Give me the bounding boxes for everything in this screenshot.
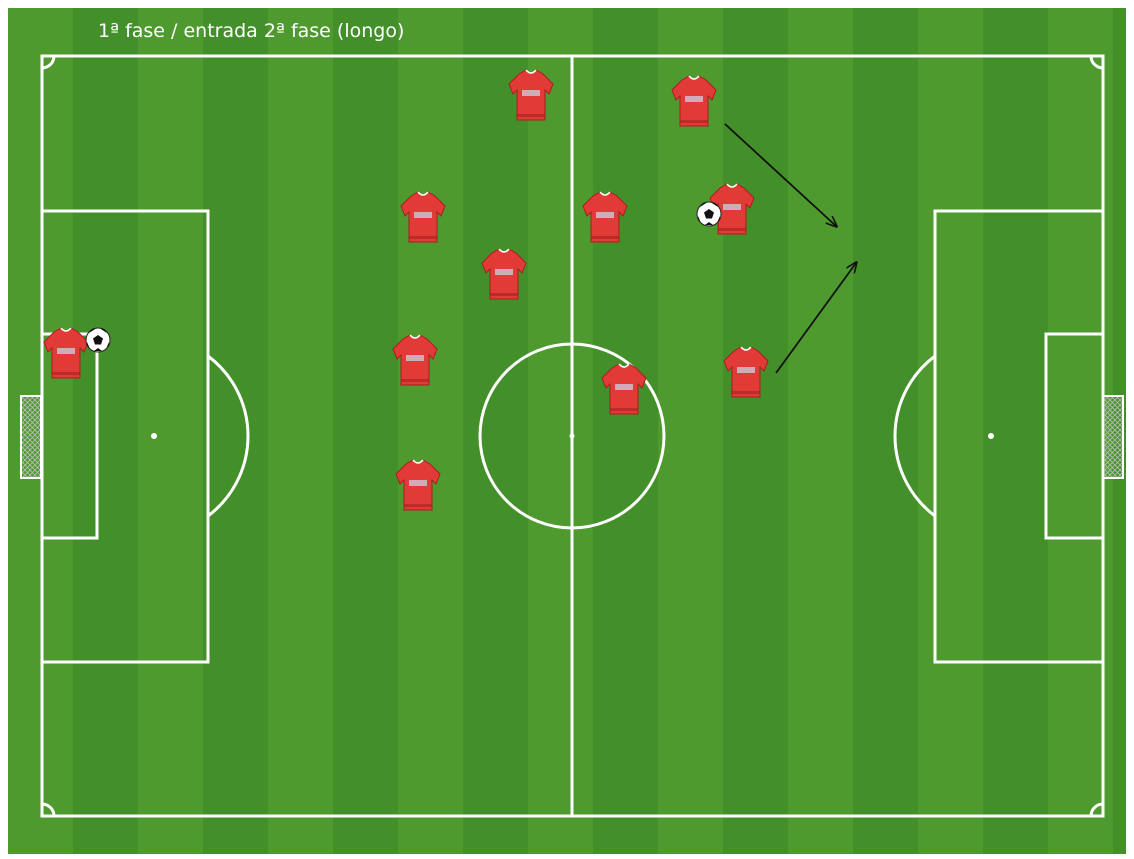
center-spot <box>570 434 575 439</box>
ball-icon <box>86 328 110 352</box>
left-penalty-spot <box>151 433 157 439</box>
right-goal-net-icon <box>1103 396 1123 478</box>
grass-background <box>8 8 1126 854</box>
diagram-title: 1ª fase / entrada 2ª fase (longo) <box>98 20 404 42</box>
left-goal-net-icon <box>21 396 41 478</box>
right-penalty-spot <box>988 433 994 439</box>
ball-icon <box>697 202 721 226</box>
